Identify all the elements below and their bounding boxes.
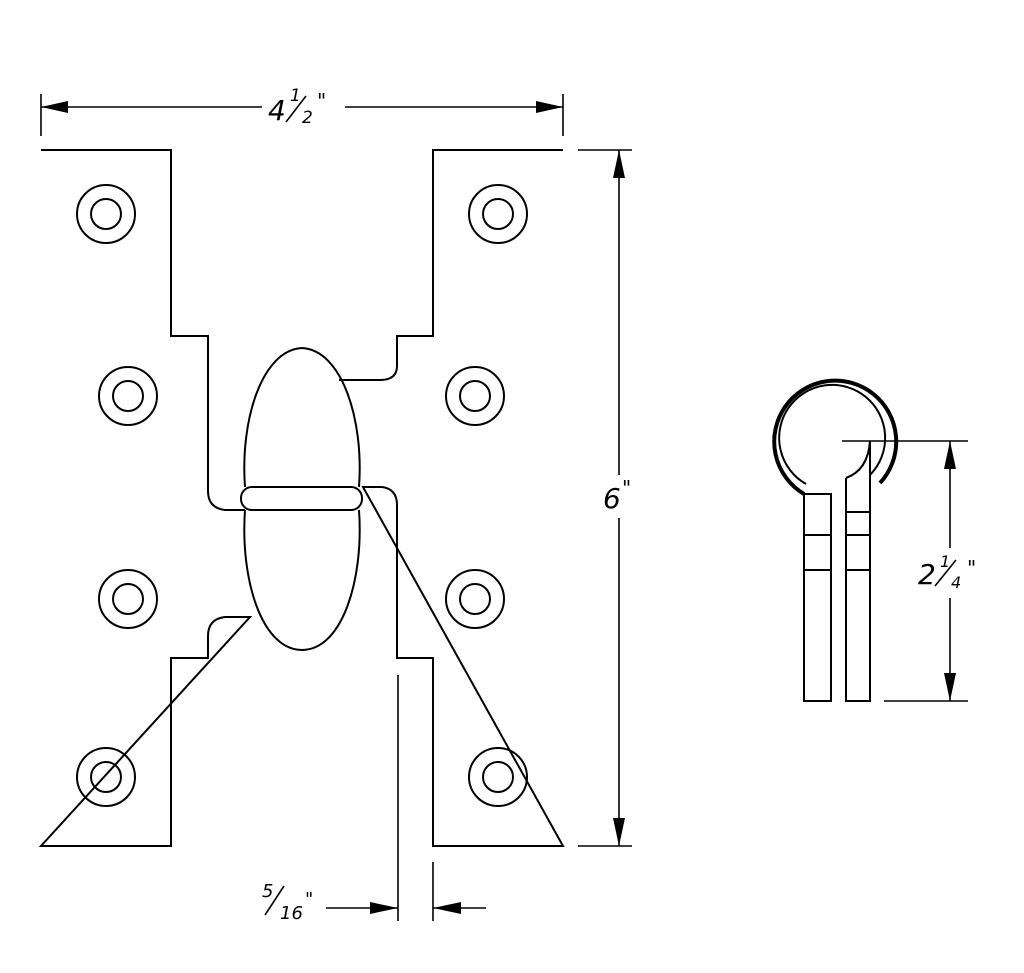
side-view	[772, 378, 899, 702]
gap-unit: "	[305, 889, 313, 910]
screw-hole	[98, 569, 158, 629]
gap-numerator: 5	[262, 881, 273, 902]
height-dimension: 6 "	[578, 149, 632, 847]
width-denominator: 2	[302, 108, 313, 128]
screw-hole	[76, 747, 136, 807]
side-height-denominator: 4	[951, 573, 961, 592]
screw-hole	[468, 747, 528, 807]
side-height-dimension: 2 1 4 "	[842, 440, 976, 702]
gap-denominator: 16	[280, 903, 303, 924]
side-height-whole: 2	[918, 558, 936, 591]
screw-hole	[76, 184, 136, 244]
side-height-unit: "	[967, 556, 976, 580]
right-leaf	[339, 149, 565, 847]
olive-knuckle	[240, 346, 363, 652]
screw-holes	[76, 184, 528, 807]
width-unit: "	[317, 89, 326, 113]
screw-hole	[445, 366, 505, 426]
left-leaf	[38, 149, 253, 847]
gap-dimension: 5 16 "	[262, 675, 486, 924]
screw-hole	[468, 184, 528, 244]
screw-hole	[445, 569, 505, 629]
width-whole: 4	[268, 94, 286, 127]
side-height-numerator: 1	[940, 552, 950, 571]
height-whole: 6	[603, 482, 621, 515]
height-unit: "	[622, 476, 631, 500]
screw-hole	[98, 366, 158, 426]
width-numerator: 1	[290, 86, 301, 106]
width-dimension: 4 1 2 "	[40, 86, 564, 136]
